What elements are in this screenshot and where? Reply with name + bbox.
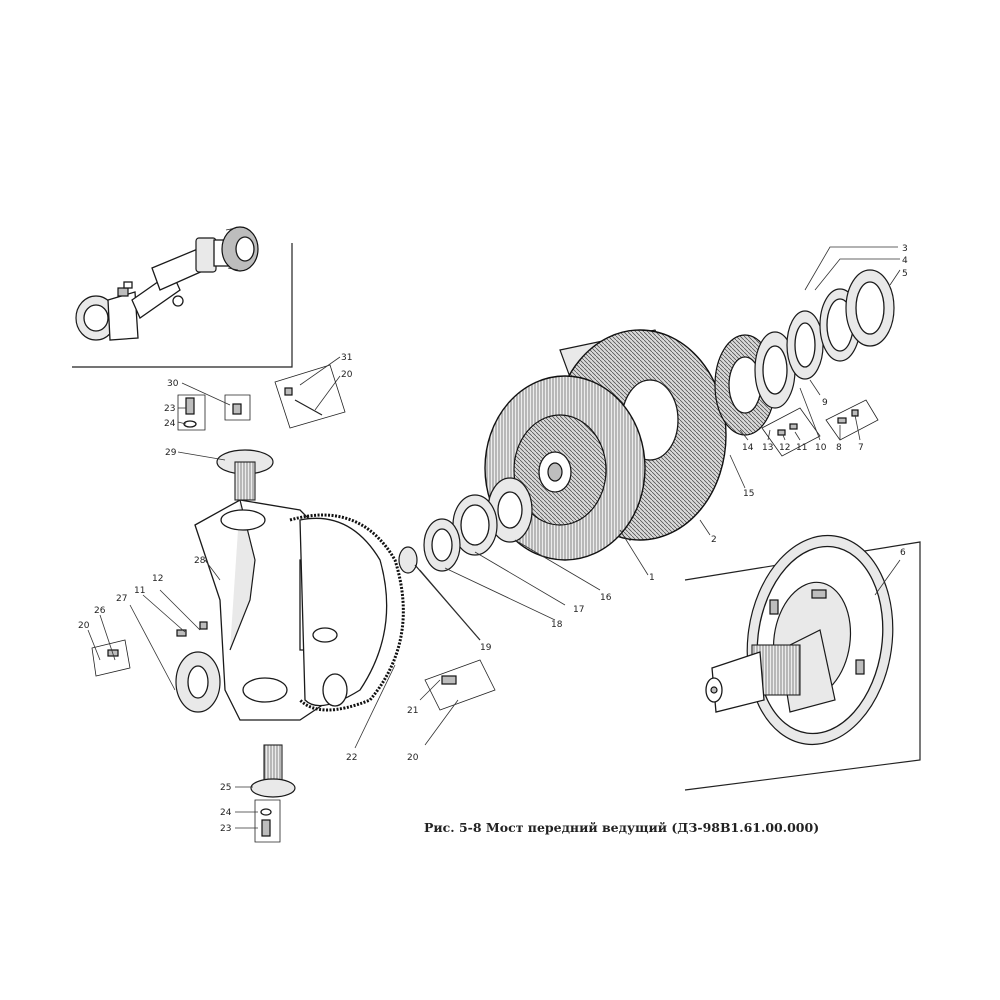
callout-15: 15 <box>743 489 754 499</box>
stack-fasteners <box>761 399 879 457</box>
callout-5: 5 <box>902 269 908 279</box>
callout-23-top: 23 <box>164 404 175 414</box>
bottom-flange-group <box>250 744 296 843</box>
callout-2: 2 <box>711 535 717 545</box>
callout-12: 12 <box>779 443 790 453</box>
callout-10: 10 <box>815 443 827 453</box>
figure-caption: Рис. 5-8 Мост передний ведущий (ДЗ-98В1.… <box>424 820 820 835</box>
cover-plate-with-shaft <box>705 534 894 746</box>
top-flange-group <box>177 364 346 501</box>
callout-29: 29 <box>165 448 177 458</box>
callout-26: 26 <box>94 606 106 616</box>
callout-labels: 1 2 3 4 5 6 7 8 9 10 11 12 13 14 15 16 1… <box>78 244 908 834</box>
callout-23-bottom: 23 <box>220 824 231 834</box>
callout-11: 11 <box>796 443 807 453</box>
large-gear-assembly <box>484 329 727 561</box>
callout-8: 8 <box>836 443 842 453</box>
bearing-ring-stack <box>714 269 895 436</box>
leader-lines <box>87 246 901 829</box>
inset-axle-assembly <box>72 226 293 368</box>
callout-4: 4 <box>902 256 908 266</box>
callout-7: 7 <box>858 443 864 453</box>
callout-1: 1 <box>649 573 655 583</box>
bolt-group <box>398 546 496 711</box>
axle-assembly-drawing <box>75 226 259 341</box>
side-parts-group <box>91 621 221 713</box>
callout-9: 9 <box>822 398 828 408</box>
callout-12-side: 12 <box>152 574 163 584</box>
pinion-bearing-parts <box>423 477 533 572</box>
callout-6: 6 <box>900 548 906 558</box>
cover-plate-group <box>684 534 921 791</box>
callout-30: 30 <box>167 379 179 389</box>
callout-24-bottom: 24 <box>220 808 232 818</box>
callout-24-top: 24 <box>164 419 176 429</box>
callout-31: 31 <box>341 353 352 363</box>
callout-3: 3 <box>902 244 908 254</box>
callout-19: 19 <box>480 643 492 653</box>
callout-16: 16 <box>600 593 612 603</box>
callout-20-side: 20 <box>78 621 90 631</box>
callout-14: 14 <box>742 443 754 453</box>
callout-25: 25 <box>220 783 231 793</box>
callout-20-top: 20 <box>341 370 353 380</box>
axle-housing <box>194 499 405 721</box>
callout-11-side: 11 <box>134 586 145 596</box>
callout-17: 17 <box>573 605 584 615</box>
callout-21: 21 <box>407 706 418 716</box>
callout-18: 18 <box>551 620 563 630</box>
callout-28: 28 <box>194 556 206 566</box>
callout-13: 13 <box>762 443 773 453</box>
callout-22: 22 <box>346 753 357 763</box>
callout-20-bolt: 20 <box>407 753 419 763</box>
callout-27: 27 <box>116 594 127 604</box>
